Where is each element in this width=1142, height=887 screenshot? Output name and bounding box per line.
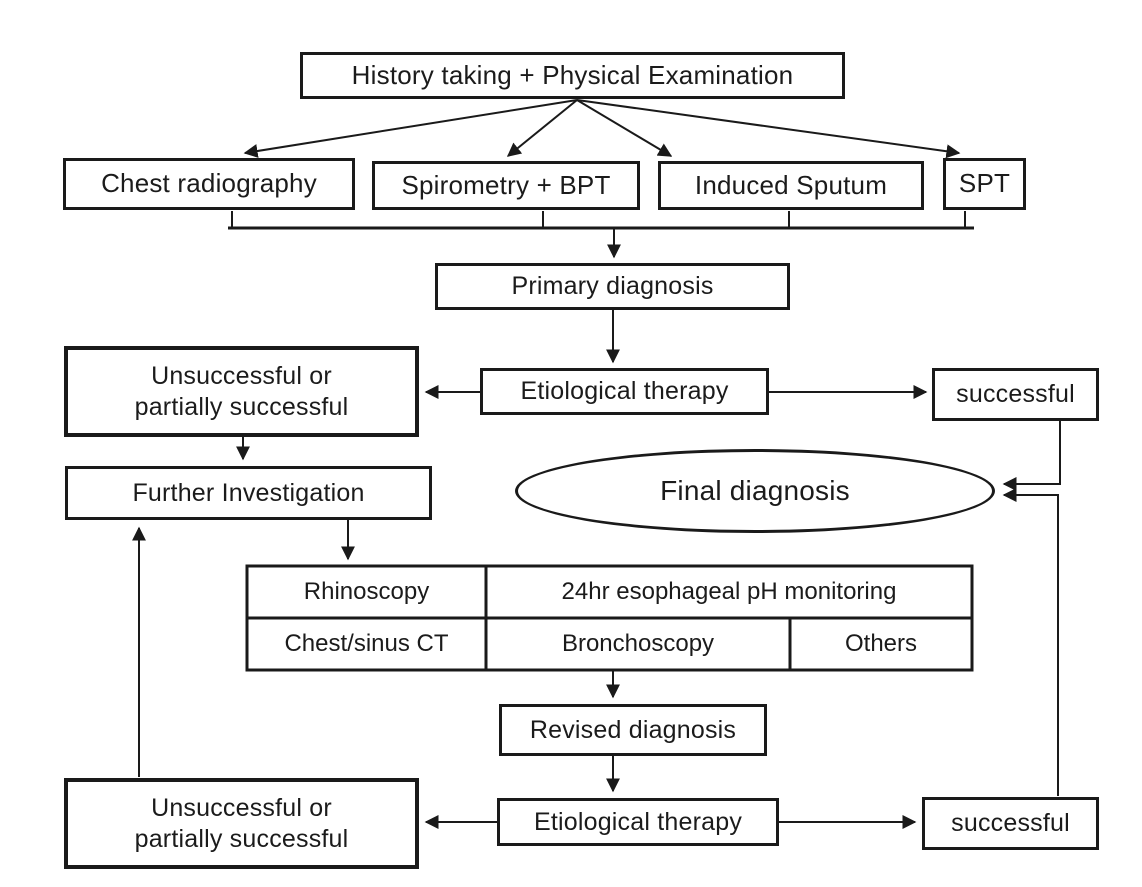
bracket-stubs xyxy=(231,211,966,228)
node-history-taking: History taking + Physical Examination xyxy=(300,52,845,99)
node-successful-top: successful xyxy=(932,368,1099,421)
node-unsuccessful-bottom: Unsuccessful or partially successful xyxy=(64,778,419,869)
table-cell-ph-monitoring: 24hr esophageal pH monitoring xyxy=(561,578,897,605)
node-primary-diagnosis: Primary diagnosis xyxy=(435,263,790,310)
node-final-diagnosis: Final diagnosis xyxy=(515,449,995,533)
node-chest-radiography: Chest radiography xyxy=(63,158,355,210)
arrow-history-to-spirometry xyxy=(506,99,578,157)
node-successful-bottom: successful xyxy=(922,797,1099,850)
arrow-history-to-spt xyxy=(576,99,961,159)
node-etiological-therapy-top: Etiological therapy xyxy=(480,368,769,415)
arrow-history-to-chest-radiography xyxy=(243,99,578,158)
node-spt: SPT xyxy=(943,158,1026,210)
arrow-history-to-induced-sputum xyxy=(576,99,673,157)
table-cell-chest-sinus-ct: Chest/sinus CT xyxy=(284,630,449,657)
table-grid xyxy=(245,564,974,672)
table-cell-others: Others xyxy=(844,630,918,657)
node-etiological-therapy-bottom: Etiological therapy xyxy=(497,798,779,846)
arrow-successful-bottom-to-final-diagnosis xyxy=(1002,488,1059,796)
table-cell-bronchoscopy: Bronchoscopy xyxy=(561,630,715,657)
node-revised-diagnosis: Revised diagnosis xyxy=(499,704,767,756)
node-unsuccessful-top: Unsuccessful or partially successful xyxy=(64,346,419,437)
node-further-investigation: Further Investigation xyxy=(65,466,432,520)
node-spirometry-bpt: Spirometry + BPT xyxy=(372,161,640,210)
node-induced-sputum: Induced Sputum xyxy=(658,161,924,210)
table-cell-rhinoscopy: Rhinoscopy xyxy=(303,578,430,605)
arrow-successful-top-to-final-diagnosis xyxy=(1002,421,1061,491)
